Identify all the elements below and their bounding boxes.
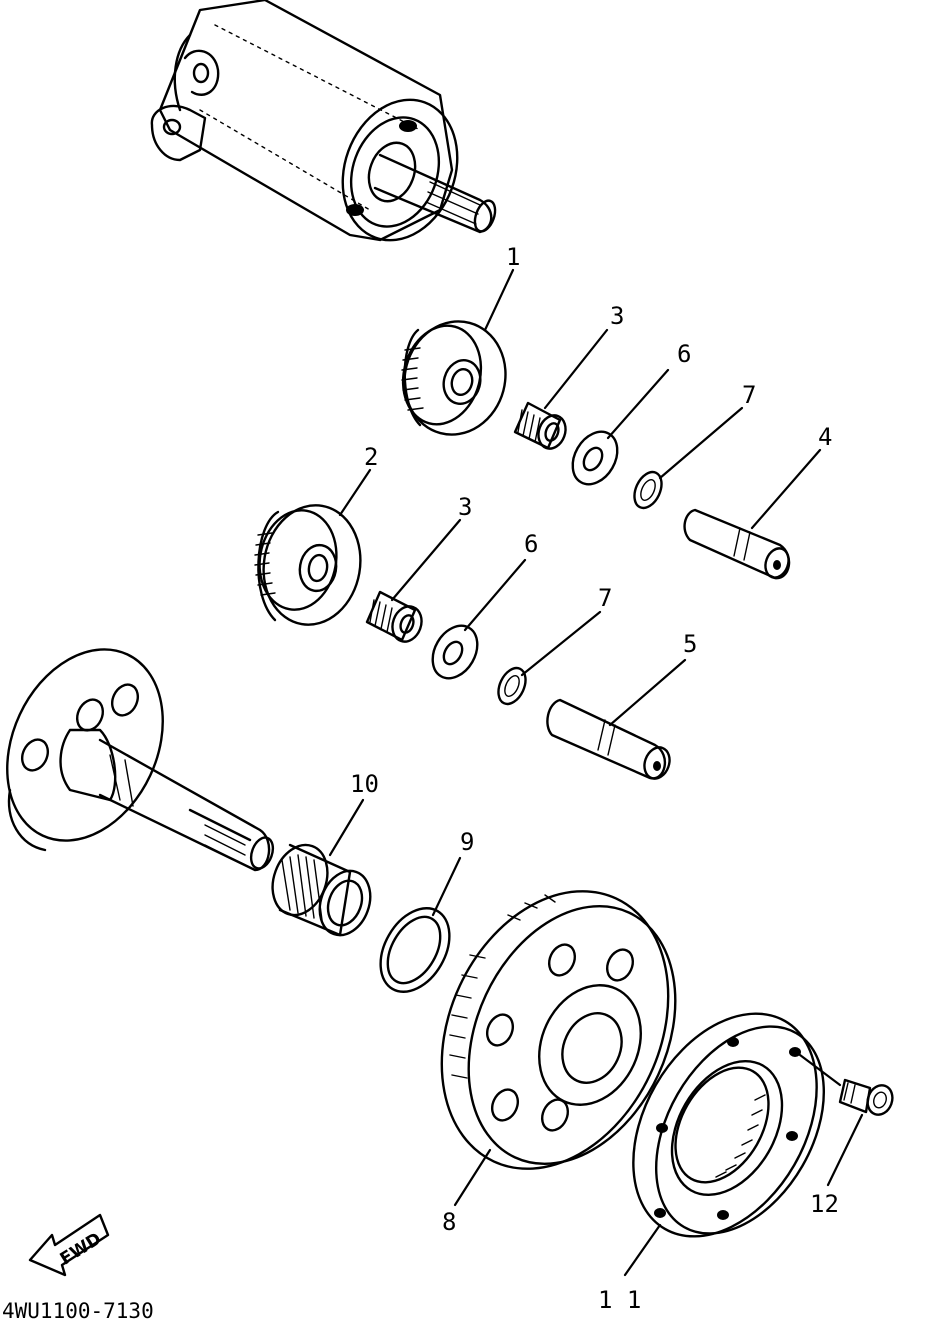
one-way-clutch-11[interactable] [596,981,859,1269]
callout-12: 12 [810,1190,839,1218]
callout-11: 1 1 [598,1286,641,1314]
callout-7-lower: 7 [598,584,612,612]
washer-6-lower[interactable] [424,618,487,686]
needle-bearing-3-upper[interactable] [513,401,570,452]
starter-wheel-gear-8[interactable] [399,854,716,1206]
callout-3-lower: 3 [458,493,472,521]
needle-bearing-3-lower[interactable] [365,590,426,646]
idler-gear-2[interactable] [252,498,370,633]
callout-9: 9 [460,828,474,856]
starter-clutch-shaft[interactable] [0,624,277,872]
callout-1: 1 [506,243,520,271]
callout-8: 8 [442,1208,456,1236]
fwd-label: FWD [57,1229,105,1270]
callout-6-upper: 6 [677,340,691,368]
bolt-12[interactable] [838,1078,896,1118]
fwd-arrow: FWD [28,1213,110,1277]
leader-lines [328,268,864,1277]
callout-6-lower: 6 [524,530,538,558]
starter-motor[interactable] [150,0,499,256]
callout-3-upper: 3 [610,302,624,330]
idler-gear-1[interactable] [392,310,518,446]
callout-4: 4 [818,423,832,451]
callout-2: 2 [364,443,378,471]
needle-bearing-10[interactable] [263,837,379,942]
callout-labels: 1 2 3 3 4 5 6 6 7 7 8 9 10 1 1 12 [350,243,839,1314]
circlip-7-lower[interactable] [493,664,531,709]
washer-6-upper[interactable] [564,424,627,492]
callout-7-upper: 7 [742,381,756,409]
thrust-washer-9[interactable] [367,896,464,1004]
drawing-code: 4WU1100-7130 [2,1299,154,1322]
shaft-4[interactable] [683,508,793,581]
callout-10: 10 [350,770,379,798]
circlip-7-upper[interactable] [629,468,667,513]
callout-5: 5 [683,630,697,658]
shaft-5[interactable] [546,698,673,782]
